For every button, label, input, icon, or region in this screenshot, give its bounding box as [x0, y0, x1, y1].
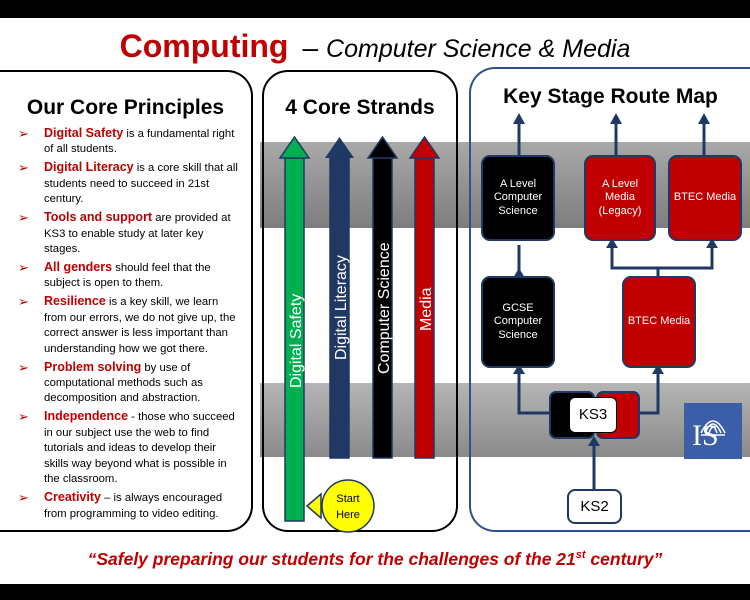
principle-item: ➢ All genders should feel that the subjec…	[18, 260, 238, 292]
arrow-bullet-icon: ➢	[18, 294, 29, 310]
principle-highlight: Resilience	[44, 294, 106, 309]
strand-arrow-media	[408, 135, 441, 459]
start-here-line1: Start	[336, 493, 359, 505]
gcse-computer-science-box: GCSE Computer Science	[481, 276, 555, 368]
route-arrowheads	[513, 113, 718, 446]
principles-list: ➢ Digital Safety is a fundamental right o…	[18, 126, 238, 525]
principle-item: ➢ Problem solving by use of computational…	[18, 360, 238, 407]
arrow-bullet-icon: ➢	[18, 210, 29, 226]
school-logo: IS	[684, 403, 742, 459]
strand-label: Computer Science	[376, 242, 393, 374]
start-here-line2: Here	[336, 509, 360, 521]
principle-text: - those who succeed in our subject use t…	[44, 411, 235, 486]
core-principles-panel: Our Core Principles ➢ Digital Safety is a…	[0, 70, 253, 532]
quote-superscript: st	[575, 549, 586, 562]
strand-label: Media	[418, 287, 435, 331]
principle-item: ➢ Independence - those who succeed in our…	[18, 409, 238, 487]
arrow-bullet-icon: ➢	[18, 409, 29, 425]
strands-heading: 4 Core Strands	[285, 96, 435, 119]
arrow-bullet-icon: ➢	[18, 359, 29, 375]
start-here-circle	[321, 479, 375, 533]
route-map-heading: Key Stage Route Map	[503, 85, 718, 108]
arrow-bullet-icon: ➢	[18, 260, 29, 276]
btec-media-top-box: BTEC Media	[668, 155, 742, 241]
strand-label: Digital Literacy	[333, 255, 350, 360]
principle-text: – is always encouraged from programming …	[44, 492, 223, 520]
principle-text: should feel that the subject is open to …	[44, 262, 211, 290]
principles-heading: Our Core Principles	[26, 96, 225, 119]
start-arrow-icon	[305, 492, 322, 520]
principle-highlight: Tools and support	[44, 210, 153, 225]
title-dash: –	[302, 32, 319, 63]
principle-item: ➢ Creativity – is always encouraged from …	[18, 490, 238, 522]
core-strands-panel: 4 Core Strands	[262, 70, 458, 532]
principle-text: is a key skill, we learn from our errors…	[44, 296, 236, 355]
principle-item: ➢ Resilience is a key skill, we learn fro…	[18, 294, 238, 357]
principle-item: ➢ Digital Safety is a fundamental right o…	[18, 126, 238, 158]
strand-label: Digital Safety	[288, 294, 305, 388]
principle-text: is a fundamental right of all students.	[44, 128, 235, 156]
arrow-bullet-icon: ➢	[18, 490, 29, 506]
strand-arrow-digital-safety	[278, 135, 311, 522]
quote-text-end: century”	[585, 549, 663, 569]
principle-highlight: All genders	[44, 260, 113, 275]
btec-media-box: BTEC Media	[622, 276, 696, 368]
quote-text: “Safely preparing our students for the c…	[87, 549, 576, 569]
top-black-bar	[0, 0, 750, 18]
arrow-bullet-icon: ➢	[18, 126, 29, 141]
principle-text: are provided at KS3 to enable study at l…	[44, 212, 231, 256]
principle-highlight: Digital Safety	[44, 126, 124, 140]
alevel-media-box: A Level Media (Legacy)	[584, 155, 656, 241]
principle-text: is a core skill that all students need t…	[44, 162, 238, 206]
ks3-box: KS3	[569, 397, 617, 433]
school-crest-icon: IS	[692, 419, 726, 452]
title-main: Computing	[119, 28, 289, 64]
ks2-box: KS2	[567, 489, 622, 524]
footer-quote: “Safely preparing our students for the c…	[0, 549, 750, 570]
principle-highlight: Digital Literacy	[44, 160, 134, 175]
strand-arrow-digital-literacy	[325, 137, 354, 459]
principle-highlight: Problem solving	[44, 359, 142, 374]
principle-item: ➢ Digital Literacy is a core skill that a…	[18, 160, 238, 207]
page-title: Computing–Computer Science & Media	[0, 28, 750, 65]
principle-item: ➢ Tools and support are provided at KS3 t…	[18, 210, 238, 257]
route-map-panel: Key Stage Route Map	[469, 67, 750, 532]
principle-highlight: Creativity	[44, 490, 101, 505]
alevel-computer-science-box: A Level Computer Science	[481, 155, 555, 241]
title-subtitle: Computer Science & Media	[326, 35, 631, 63]
arrow-bullet-icon: ➢	[18, 160, 29, 176]
strand-arrow-computer-science	[366, 135, 399, 459]
route-connectors	[517, 124, 714, 490]
principle-text: by use of computational methods such as …	[44, 361, 203, 405]
principle-highlight: Independence	[44, 409, 129, 424]
bottom-black-bar	[0, 584, 750, 600]
